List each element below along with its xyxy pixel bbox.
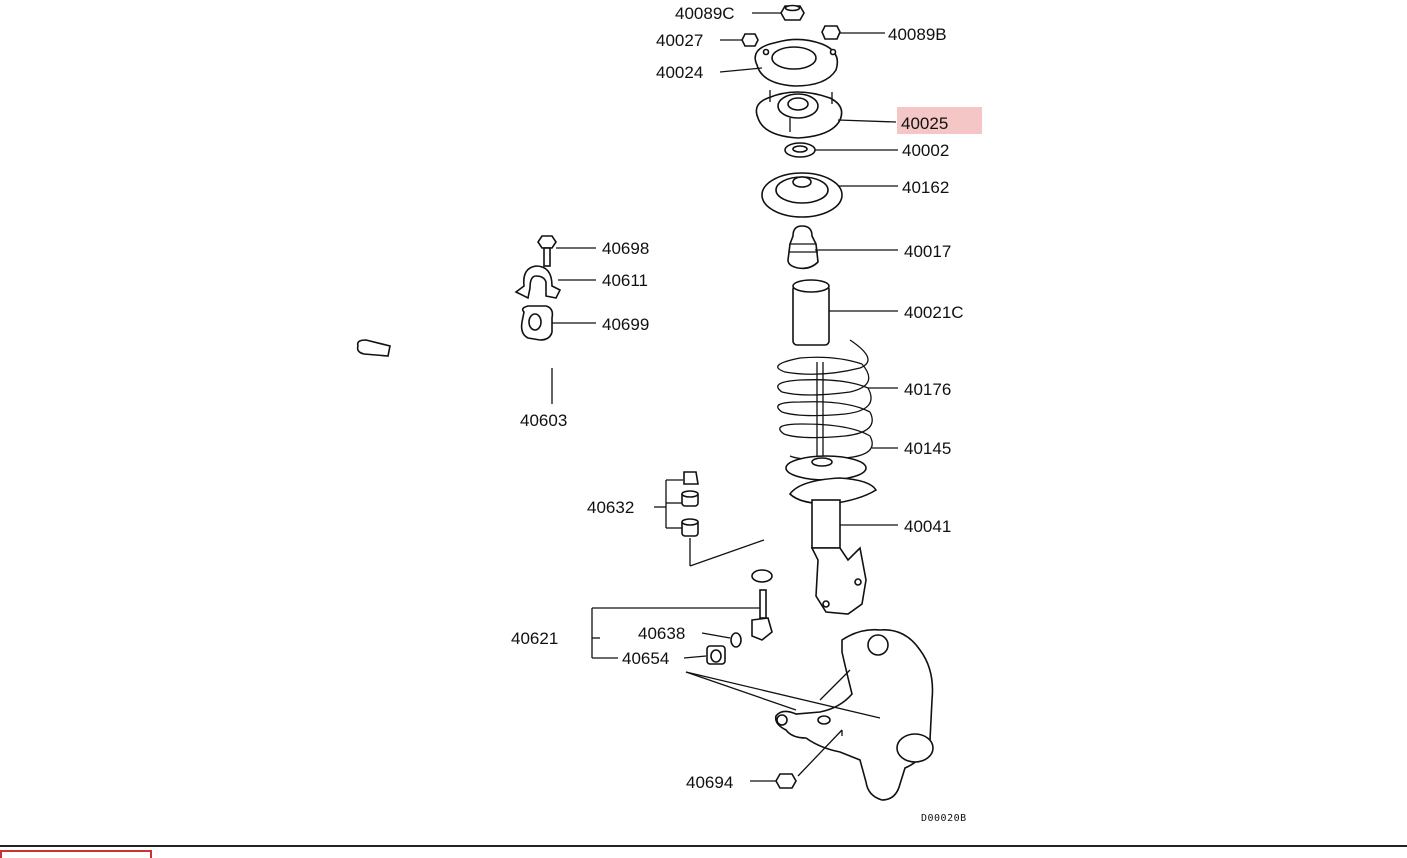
part-40027-nut[interactable] — [741, 33, 759, 47]
label-40603[interactable]: 40603 — [520, 411, 567, 430]
label-40654[interactable]: 40654 — [622, 649, 669, 668]
part-40611-bracket[interactable] — [514, 265, 562, 300]
label-40024[interactable]: 40024 — [656, 63, 703, 82]
label-40694[interactable]: 40694 — [686, 773, 733, 792]
part-40025-strut-mount[interactable] — [755, 90, 843, 139]
label-40698[interactable]: 40698 — [602, 239, 649, 258]
part-40021C-dust-boot[interactable] — [792, 279, 830, 346]
footer-divider — [0, 845, 1407, 847]
label-40632[interactable]: 40632 — [587, 498, 634, 517]
footer-tab[interactable] — [0, 850, 152, 858]
leader-lines — [551, 12, 898, 782]
label-40002[interactable]: 40002 — [902, 141, 949, 160]
part-40024-plate[interactable] — [754, 38, 839, 87]
part-40089C-nut[interactable] — [780, 4, 805, 21]
label-40621[interactable]: 40621 — [511, 629, 558, 648]
label-40025[interactable]: 40025 — [901, 114, 948, 133]
label-40162[interactable]: 40162 — [902, 178, 949, 197]
diagram-code: D00020B — [921, 813, 967, 824]
label-40021C[interactable]: 40021C — [904, 303, 964, 322]
label-40027[interactable]: 40027 — [656, 31, 703, 50]
part-40621-stabilizer-link[interactable] — [706, 589, 773, 665]
part-40089B-nut[interactable] — [821, 25, 841, 40]
part-40699-bushing[interactable] — [520, 305, 554, 341]
part-40698-bolt[interactable] — [537, 235, 557, 267]
label-40176[interactable]: 40176 — [904, 380, 951, 399]
part-40176-coil-spring[interactable] — [777, 339, 873, 470]
highlight-40025 — [897, 107, 982, 134]
label-40041[interactable]: 40041 — [904, 517, 951, 536]
part-40162-spring-seat[interactable] — [761, 172, 843, 218]
part-40694-nut[interactable] — [775, 773, 797, 789]
part-40002-bearing[interactable] — [784, 142, 816, 158]
part-40632-link-hardware[interactable] — [681, 471, 699, 537]
label-40699[interactable]: 40699 — [602, 315, 649, 334]
label-40017[interactable]: 40017 — [904, 242, 951, 261]
label-40089B[interactable]: 40089B — [888, 25, 947, 44]
label-40638[interactable]: 40638 — [638, 624, 685, 643]
part-40603-stabilizer-bar[interactable] — [356, 314, 773, 583]
part-40145-lower-seat[interactable] — [785, 455, 867, 481]
label-40611[interactable]: 40611 — [602, 271, 648, 290]
label-40089C[interactable]: 40089C — [675, 4, 735, 23]
label-40145[interactable]: 40145 — [904, 439, 951, 458]
part-knuckle — [774, 628, 934, 801]
part-40041-strut[interactable] — [788, 477, 878, 615]
part-40017-bump-stop[interactable] — [787, 225, 819, 270]
